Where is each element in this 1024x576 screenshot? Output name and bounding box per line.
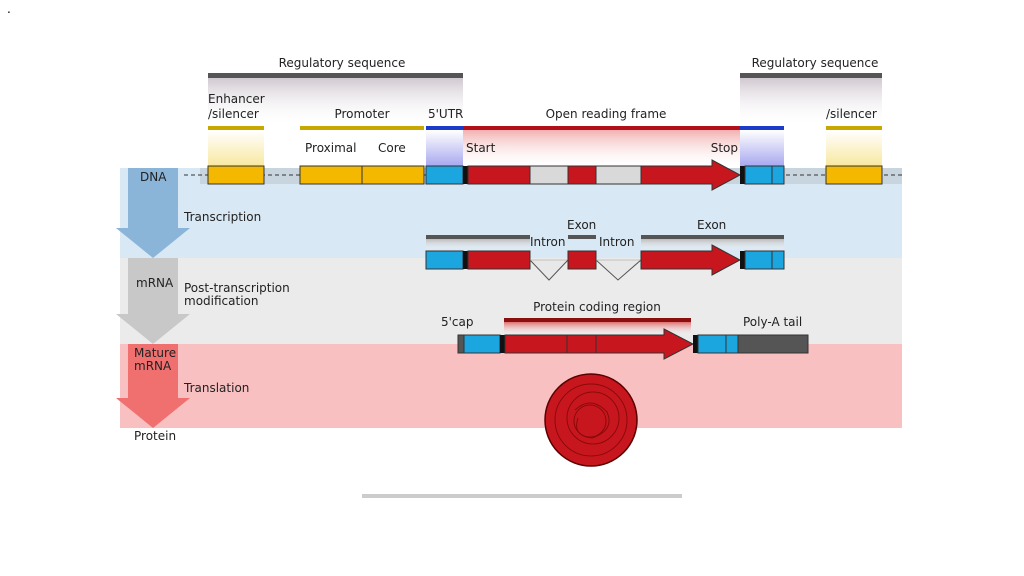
promoter-label: Promoter [334, 107, 389, 121]
utr3-shade [740, 130, 784, 166]
premrna-exon-1 [467, 250, 531, 270]
enhancer-label-2: /silencer [208, 107, 259, 121]
proximal-label: Proximal [305, 141, 356, 155]
corner-mark: . [7, 2, 11, 16]
exon-bar-3 [641, 235, 784, 239]
dna-enhancer [207, 165, 265, 185]
premrna-3utr [744, 250, 785, 270]
orf-bar [463, 126, 740, 130]
mature-5utr [463, 334, 501, 354]
promoter-bar [300, 126, 424, 130]
mature-3utr [697, 334, 739, 354]
mature-stop [693, 335, 698, 353]
utr-shade [426, 130, 463, 166]
translation-label: Translation [183, 381, 249, 395]
transcription-arrow [116, 168, 190, 258]
dna-intron-2 [595, 165, 642, 185]
intron-splice-2 [595, 259, 642, 281]
intron-label-1: Intron [530, 235, 565, 249]
dna-proximal [299, 165, 363, 185]
mrna-label: mRNA [136, 276, 174, 290]
dna-stop-codon [740, 166, 745, 184]
premrna-start [463, 251, 468, 269]
translation-arrow [116, 344, 190, 428]
caption-remnant [362, 494, 682, 498]
premrna-5utr [425, 250, 464, 270]
mature-coding-arrow [504, 328, 695, 360]
dna-label: DNA [140, 170, 167, 184]
mature-start [500, 335, 505, 353]
orf-label: Open reading frame [546, 107, 667, 121]
stop-label: Stop [711, 141, 738, 155]
dna-exon-3-arrow [640, 159, 742, 191]
dna-intron-1 [529, 165, 569, 185]
dna-start-codon [463, 166, 468, 184]
exon-shade-1 [426, 239, 530, 251]
dna-core [361, 165, 425, 185]
post-transcription-label-2: modification [184, 294, 258, 308]
enhancer-bar [208, 126, 264, 130]
post-transcription-label-1: Post-transcription [184, 281, 290, 295]
exon-bar-2 [568, 235, 596, 239]
intron-label-2: Intron [599, 235, 634, 249]
utr-bar [426, 126, 463, 130]
regulatory-bar-right [740, 73, 882, 78]
silencer-label-right: /silencer [826, 107, 877, 121]
enhancer-label-1: Enhancer [208, 92, 265, 106]
cap5-label: 5'cap [441, 315, 474, 329]
protein-coding-bar [504, 318, 691, 322]
premrna-exon-2 [567, 250, 597, 270]
protein-globule [544, 373, 638, 467]
regulatory-bar-left [208, 73, 463, 78]
protein-coding-label: Protein coding region [533, 300, 661, 314]
intron-splice-1 [529, 259, 569, 281]
regulatory-label-right: Regulatory sequence [752, 56, 879, 70]
silencer-bar-right [826, 126, 882, 130]
mature-5cap [457, 334, 465, 354]
utr5-label: 5'UTR [428, 107, 463, 121]
dna-exon-2 [567, 165, 597, 185]
enhancer-shade [208, 130, 264, 166]
exon-bar-1 [426, 235, 530, 239]
polya-label: Poly-A tail [743, 315, 802, 329]
exon-label-right: Exon [697, 218, 726, 232]
core-label: Core [378, 141, 406, 155]
transcription-label: Transcription [183, 210, 261, 224]
dna-silencer-right [825, 165, 883, 185]
silencer-shade-right [826, 130, 882, 166]
regulatory-shade-right [740, 78, 882, 126]
premrna-stop [740, 251, 745, 269]
protein-label: Protein [134, 429, 176, 443]
regulatory-label-left: Regulatory sequence [279, 56, 406, 70]
exon-label-mid: Exon [567, 218, 596, 232]
dna-exon-1 [467, 165, 531, 185]
mature-label-1: Mature [134, 346, 176, 360]
utr3-bar [740, 126, 784, 130]
orf-shade [463, 130, 740, 166]
mature-mrna-band [120, 344, 902, 428]
protein-coding-shade [504, 322, 691, 336]
mature-label-2: mRNA [134, 359, 172, 373]
post-transcription-arrow [116, 258, 190, 344]
start-label: Start [466, 141, 496, 155]
dna-3utr [744, 165, 785, 185]
regulatory-shade-left [208, 78, 463, 126]
dna-5utr [425, 165, 464, 185]
mature-polya-tail [737, 334, 809, 354]
premrna-exon-3-arrow [640, 244, 742, 276]
